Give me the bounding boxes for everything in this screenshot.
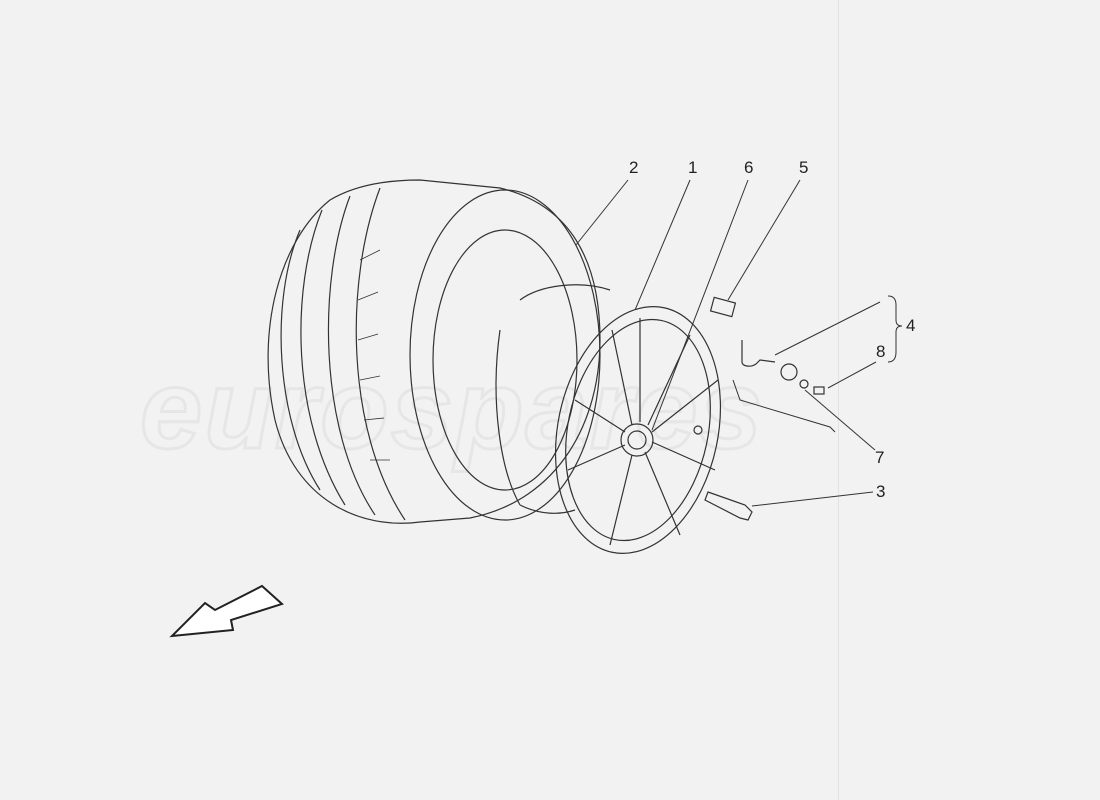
- bracket-4: [887, 295, 903, 363]
- tpms-sensor[interactable]: [741, 340, 776, 367]
- valve-hole: [693, 425, 703, 435]
- valve-nut[interactable]: [799, 379, 809, 389]
- callout-7[interactable]: 7: [875, 448, 885, 467]
- callout-3[interactable]: 3: [876, 482, 886, 501]
- callout-6[interactable]: 6: [744, 158, 754, 177]
- callout-4[interactable]: 4: [906, 316, 916, 335]
- balance-weight[interactable]: [709, 296, 737, 318]
- callout-1[interactable]: 1: [688, 158, 698, 177]
- wheel-bolt[interactable]: [704, 491, 753, 521]
- callout-5[interactable]: 5: [799, 158, 809, 177]
- valve-cap[interactable]: [813, 386, 825, 395]
- valve-washer[interactable]: [780, 363, 798, 381]
- leader-lines: [575, 179, 903, 507]
- callout-2[interactable]: 2: [629, 158, 639, 177]
- wheel-spokes: [567, 318, 719, 546]
- watermark-logo: eurospares: [139, 346, 764, 474]
- tire[interactable]: [267, 179, 601, 524]
- panel-divider: [838, 0, 839, 800]
- arrow-down-left-icon: [169, 584, 284, 638]
- wheel-rim[interactable]: [495, 284, 742, 569]
- center-cap[interactable]: [620, 423, 654, 457]
- callout-8[interactable]: 8: [876, 342, 886, 361]
